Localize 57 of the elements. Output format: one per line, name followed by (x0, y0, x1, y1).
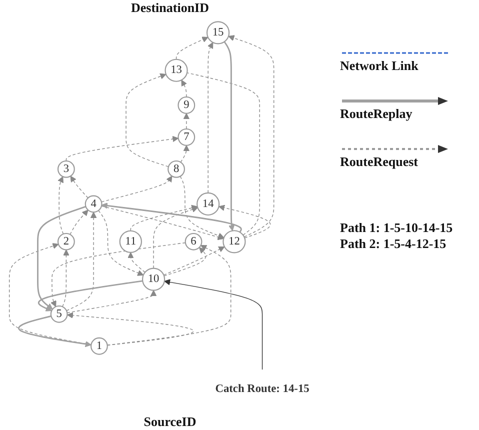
destination-label: DestinationID (130, 0, 209, 16)
arrow (101, 176, 172, 202)
arrow (224, 41, 235, 232)
arrow (38, 280, 143, 312)
arrow (164, 247, 206, 276)
arrow (70, 176, 88, 198)
path-note: Path 1: 1-5-10-14-15 (340, 220, 454, 236)
arrow (50, 242, 186, 307)
arrow (58, 176, 64, 234)
arrow (101, 206, 224, 240)
node-circle: 12 (222, 230, 246, 254)
arrow (176, 36, 208, 60)
legend-label: RouteReplay (340, 106, 414, 122)
arrow (37, 206, 86, 310)
source-label: SourceID (144, 414, 196, 430)
node-circle: 4 (84, 195, 102, 213)
arrow (207, 42, 214, 194)
arrow (128, 252, 146, 273)
arrow (66, 312, 194, 346)
legend-label: Network Link (340, 58, 420, 74)
node-circle: 13 (164, 58, 188, 82)
arrow (228, 35, 274, 238)
arrow (70, 210, 88, 235)
legend-label: RouteRequest (340, 154, 419, 170)
arrow (180, 176, 224, 239)
node-text: Catch Route: 14-15 (215, 382, 310, 395)
arrow (181, 80, 187, 98)
node-circle: 7 (178, 128, 196, 146)
node-circle: 1 (90, 337, 108, 355)
node-circle: 15 (206, 21, 230, 44)
connector (186, 72, 260, 236)
arrow (66, 212, 97, 312)
arrow (126, 73, 169, 168)
arrow (66, 136, 179, 162)
node-circle: 14 (196, 192, 220, 216)
arrow (62, 250, 70, 308)
arrow (18, 315, 92, 348)
arrow (106, 245, 232, 346)
arrow (98, 210, 144, 276)
arrow (101, 202, 242, 233)
arrow (163, 246, 225, 276)
arrow (130, 204, 198, 232)
arrow (180, 145, 190, 163)
arrow (153, 206, 198, 269)
node-circle: 10 (142, 268, 166, 291)
arrow (66, 290, 157, 314)
node-circle: 9 (178, 96, 196, 114)
node-circle: 2 (57, 232, 75, 250)
arrow (164, 279, 263, 370)
arrow (218, 204, 271, 238)
node-circle: 5 (50, 305, 68, 323)
node-circle: 8 (168, 160, 185, 178)
path-note: Path 2: 1-5-4-12-15 (340, 236, 448, 252)
node-circle: 6 (184, 232, 202, 250)
node-circle: 11 (119, 230, 142, 253)
arrow (183, 113, 190, 130)
node-circle: 3 (57, 160, 75, 178)
